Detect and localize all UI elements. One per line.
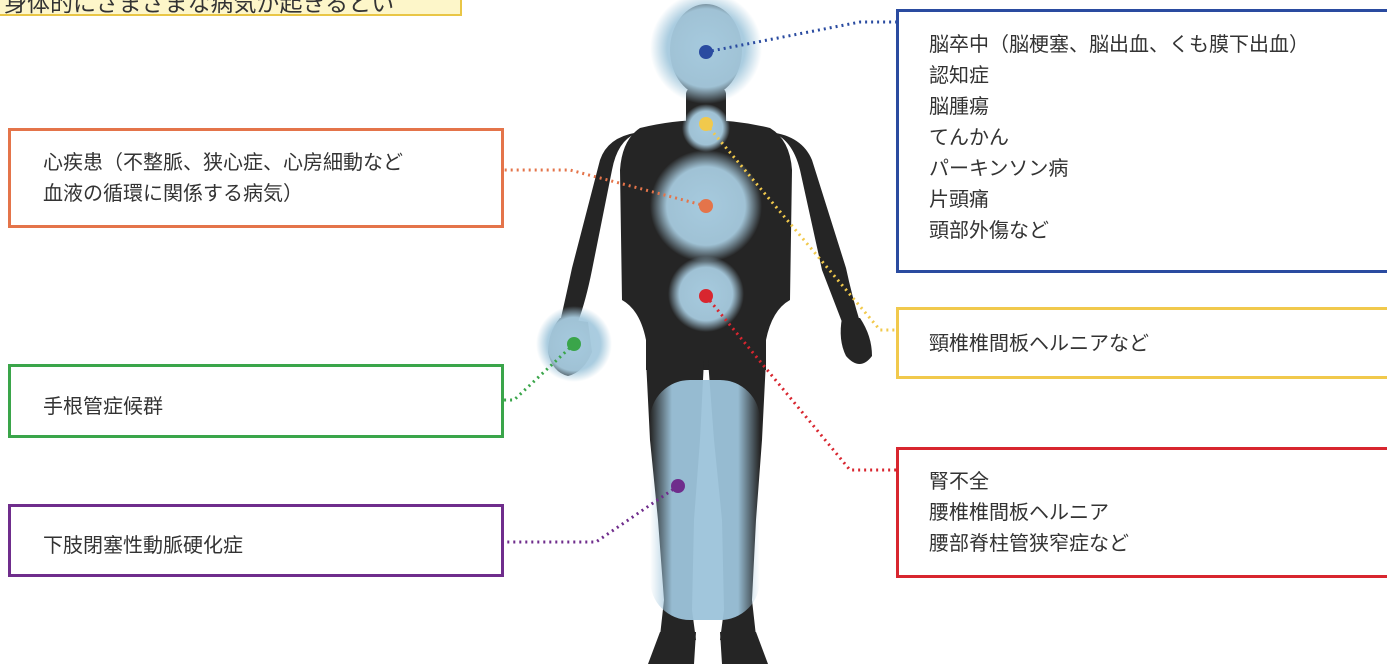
brain-line-6: 片頭痛 <box>929 184 1387 215</box>
neck-dot <box>699 117 713 131</box>
heart-line-1: 心疾患（不整脈、狭心症、心房細動など <box>43 147 501 178</box>
brain-line-5: パーキンソン病 <box>929 153 1387 184</box>
brain-line-1: 脳卒中（脳梗塞、脳出血、くも膜下出血） <box>929 29 1387 60</box>
leg-artery-box: 下肢閉塞性動脈硬化症 <box>8 504 504 577</box>
brain-line-4: てんかん <box>929 122 1387 153</box>
lumbar-kidney-box: 腎不全 腰椎椎間板ヘルニア 腰部脊柱管狭窄症など <box>896 447 1387 578</box>
cervical-hernia-box: 頸椎椎間板ヘルニアなど <box>896 307 1387 379</box>
heart-disease-box: 心疾患（不整脈、狭心症、心房細動など 血液の循環に関係する病気） <box>8 128 504 228</box>
brain-line-3: 脳腫瘍 <box>929 91 1387 122</box>
lumbar-line-3: 腰部脊柱管狭窄症など <box>929 528 1387 559</box>
brain-line-2: 認知症 <box>929 60 1387 91</box>
top-banner: 身体的にさまざまな病気が起きるとい <box>0 0 462 16</box>
top-banner-text: 身体的にさまざまな病気が起きるとい <box>4 0 460 16</box>
brain-line-7: 頭部外傷など <box>929 215 1387 246</box>
brain-disease-box: 脳卒中（脳梗塞、脳出血、くも膜下出血） 認知症 脳腫瘍 てんかん パーキンソン病… <box>896 9 1387 273</box>
carpal-tunnel-box: 手根管症候群 <box>8 364 504 438</box>
lumbar-line-2: 腰椎椎間板ヘルニア <box>929 497 1387 528</box>
leg-line-1: 下肢閉塞性動脈硬化症 <box>43 530 501 561</box>
lumbar-dot <box>699 289 713 303</box>
wrist-line-1: 手根管症候群 <box>43 391 501 422</box>
brain-dot <box>699 45 713 59</box>
wrist-dot <box>567 337 581 351</box>
heart-line-2: 血液の循環に関係する病気） <box>43 178 501 209</box>
neck-line-1: 頸椎椎間板ヘルニアなど <box>929 328 1387 359</box>
leg-dot <box>671 479 685 493</box>
lumbar-line-1: 腎不全 <box>929 466 1387 497</box>
heart-dot <box>699 199 713 213</box>
